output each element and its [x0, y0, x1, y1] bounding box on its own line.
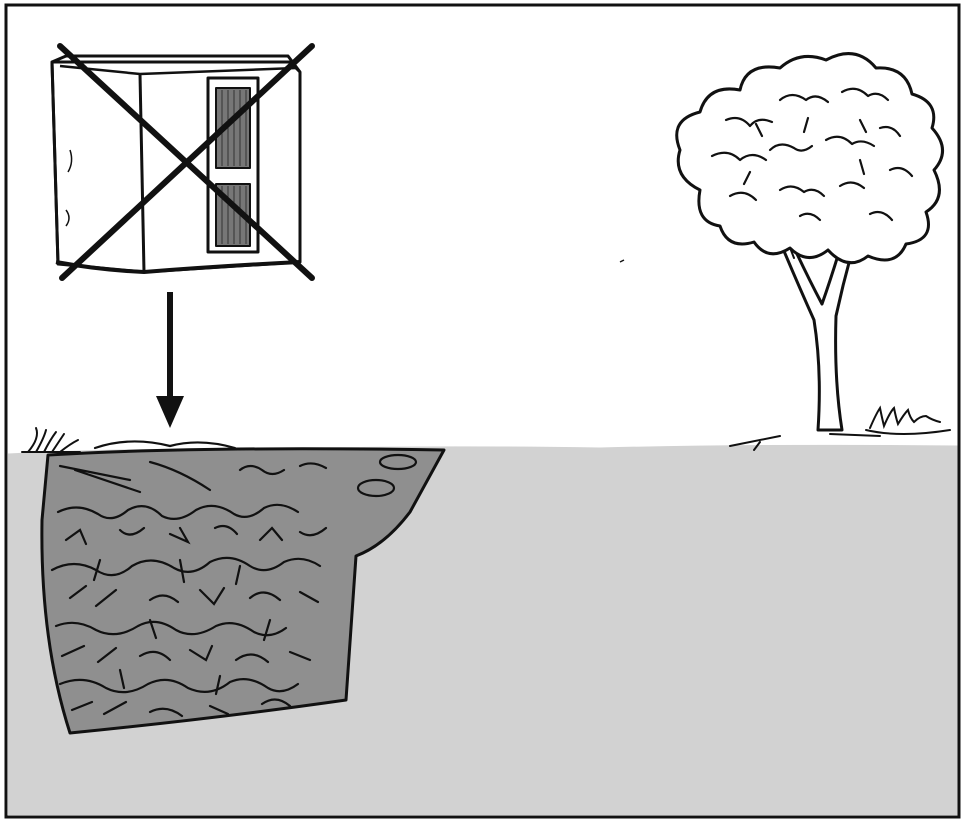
compost-pit-icon [40, 440, 446, 735]
tree-icon [675, 52, 944, 451]
cross-out-icon [57, 43, 315, 281]
speck [619, 259, 625, 263]
pit-texture [50, 440, 418, 718]
grass-tuft-right-icon [865, 405, 951, 435]
grass-tuft-icon [21, 427, 81, 453]
outhouse-door [206, 76, 260, 254]
frame-border [4, 3, 961, 819]
down-arrow-icon [156, 292, 184, 428]
tree-canopy [675, 52, 944, 265]
